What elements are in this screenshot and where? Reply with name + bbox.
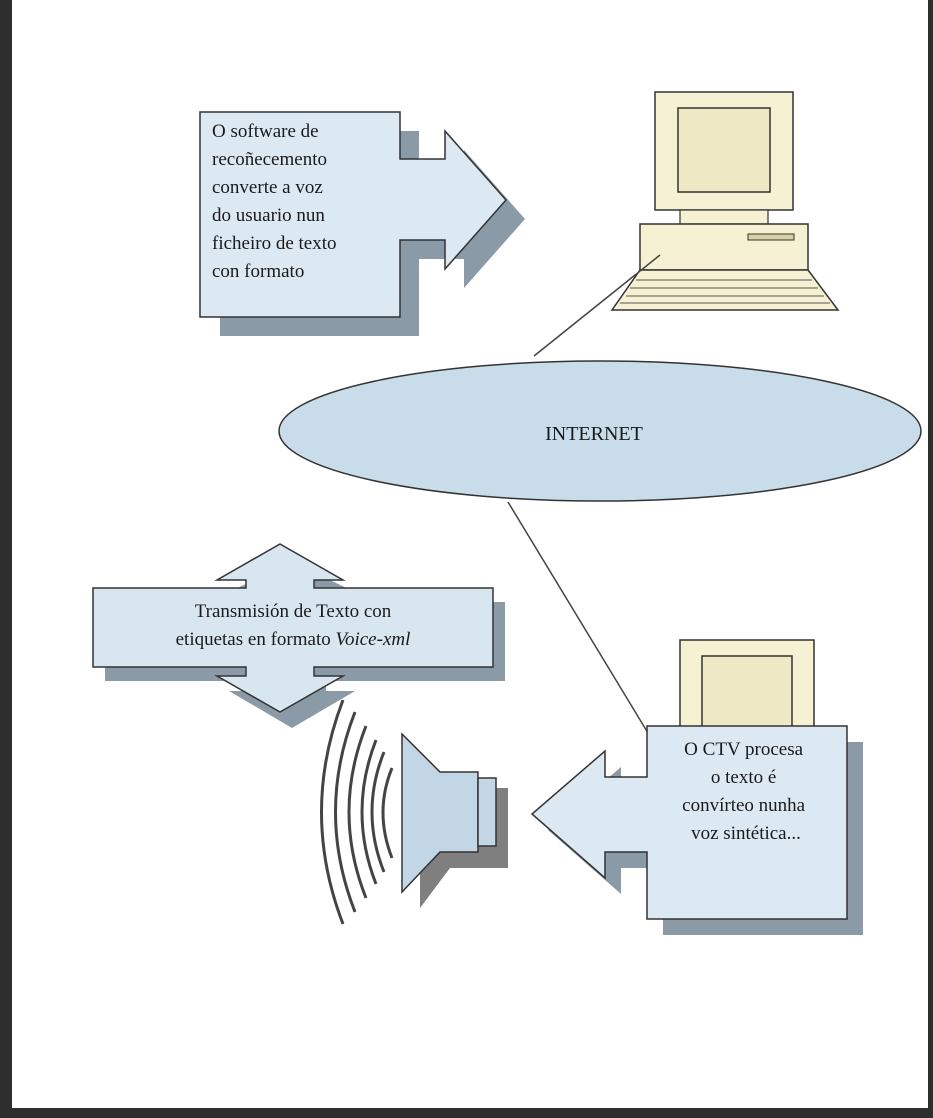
top-callout-line: con formato <box>212 261 304 282</box>
transmission-callout: Transmisión de Texto con etiquetas en fo… <box>92 543 505 728</box>
frame-right <box>928 0 933 1118</box>
computer-top-icon <box>610 91 840 311</box>
top-callout-line: recoñecemento <box>212 149 327 170</box>
internet-cloud: INTERNET <box>278 360 922 502</box>
top-callout-shape <box>199 111 508 318</box>
bottom-callout-line: voz sintética... <box>691 823 801 844</box>
top-callout-text: O software de recoñecemento converte a v… <box>212 121 341 282</box>
transmission-line-2-format: Voice-xml <box>335 629 410 650</box>
bottom-callout-shape <box>530 725 848 920</box>
top-callout: O software de recoñecemento converte a v… <box>199 111 525 336</box>
internet-label: INTERNET <box>545 423 643 445</box>
frame-left <box>0 0 12 1118</box>
transmission-shape <box>92 543 494 713</box>
bottom-callout: O CTV procesa o texto é convírteo nunha … <box>530 725 863 935</box>
link-bottom-computer <box>507 501 669 767</box>
bottom-callout-line: o texto é <box>711 767 776 788</box>
transmission-line-2-prefix: etiquetas en formato <box>176 629 336 650</box>
transmission-line-1: Transmisión de Texto con <box>195 601 392 622</box>
transmission-line-2: etiquetas en formato Voice-xml <box>176 629 411 650</box>
top-callout-line: ficheiro de texto <box>212 233 337 254</box>
speaker-icon <box>320 699 508 925</box>
top-callout-line: do usuario nun <box>212 205 325 226</box>
bottom-callout-line: convírteo nunha <box>682 795 806 816</box>
top-callout-line: converte a voz <box>212 177 323 198</box>
frame-bottom <box>0 1108 933 1118</box>
bottom-callout-line: O CTV procesa <box>684 739 803 760</box>
top-callout-line: O software de <box>212 121 319 142</box>
bottom-callout-text: O CTV procesa o texto é convírteo nunha … <box>682 739 810 844</box>
link-top-computer <box>533 254 661 357</box>
